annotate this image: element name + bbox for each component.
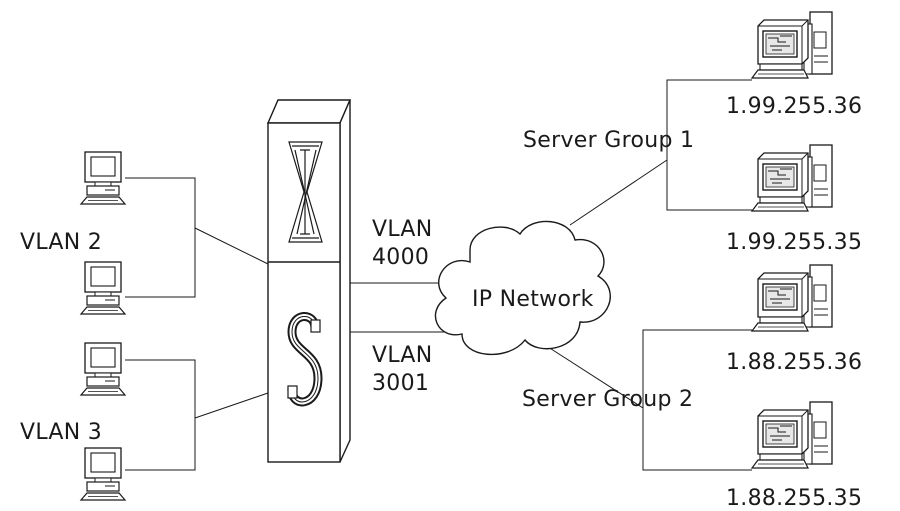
server-1-88-255-36	[751, 264, 833, 332]
server-ip-4: 1.88.255.35	[726, 486, 863, 511]
vlan2-label: VLAN 2	[20, 230, 103, 255]
server-ip-1: 1.99.255.36	[726, 94, 863, 119]
switch-x-logo	[288, 141, 323, 243]
vlan4000-label-line2: 4000	[372, 245, 430, 270]
group1-trunk	[569, 159, 668, 226]
group1-link	[666, 79, 752, 211]
server-group-2-label: Server Group 2	[522, 387, 694, 412]
server-group-1-label: Server Group 1	[523, 128, 695, 153]
vlan2-trunk	[194, 227, 269, 265]
switch-s-logo	[287, 312, 323, 407]
vlan3001-label-line1: VLAN	[372, 343, 433, 368]
vlan4000-label-line1: VLAN	[372, 217, 433, 242]
group2-link	[642, 329, 752, 471]
vlan3-workstation-1	[80, 342, 126, 396]
vlan3-label: VLAN 3	[20, 420, 103, 445]
connection-lines	[125, 79, 752, 471]
server-1-99-255-35	[751, 144, 833, 212]
vlan3-link	[125, 359, 196, 471]
vlan3-trunk	[194, 392, 269, 419]
vlan3-workstation-2	[80, 447, 126, 501]
server-1-99-255-36	[751, 11, 833, 79]
ip-network-cloud	[434, 220, 611, 356]
server-ip-2: 1.99.255.35	[726, 230, 863, 255]
server-1-88-255-35	[751, 401, 833, 469]
switch-chassis	[266, 99, 352, 463]
vlan3001-label-line2: 3001	[372, 371, 430, 396]
group2-trunk	[544, 344, 644, 409]
vlan2-workstation-2	[80, 261, 126, 315]
ip-network-label: IP Network	[472, 287, 594, 312]
vlan2-link	[125, 177, 196, 298]
server-ip-3: 1.88.255.36	[726, 350, 863, 375]
vlan2-workstation-1	[80, 151, 126, 205]
